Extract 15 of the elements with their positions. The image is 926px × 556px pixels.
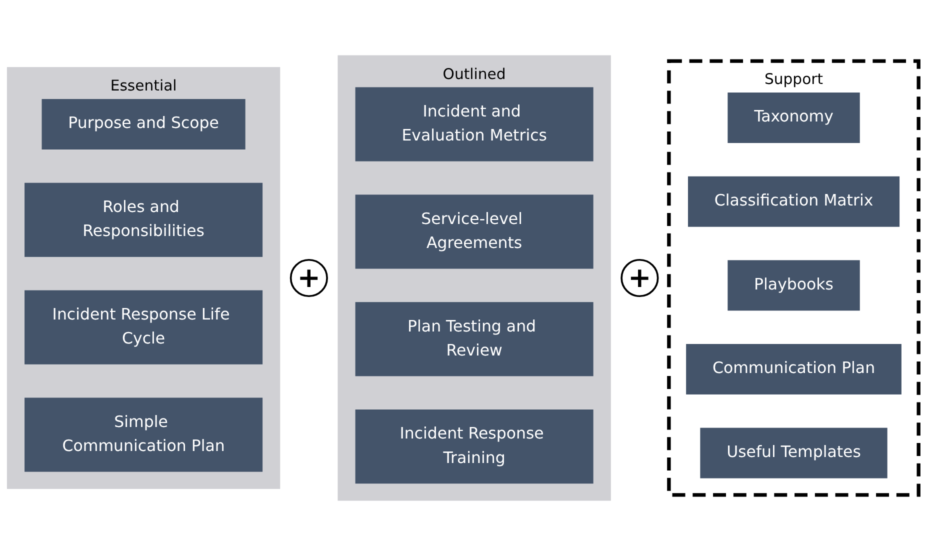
node-box: Incident Response Life Cycle (24, 290, 263, 364)
node-box: Plan Testing and Review (355, 302, 594, 376)
node-box: Incident and Evaluation Metrics (355, 87, 594, 162)
node-box: Simple Communication Plan (24, 398, 263, 472)
node-box: Playbooks (728, 260, 860, 311)
node-box: Service-level Agreements (355, 194, 594, 269)
node-circle: + (290, 258, 328, 298)
node-box: Communication Plan (686, 344, 902, 394)
node-box: Roles and Responsibilities (24, 182, 263, 257)
node-box: Taxonomy (728, 92, 860, 144)
node-box: Classification Matrix (688, 176, 900, 227)
node-box: Purpose and Scope (42, 99, 246, 150)
node-circle: + (620, 258, 659, 298)
node-box: Useful Templates (700, 428, 888, 478)
node-box: Incident Response Training (355, 410, 594, 484)
